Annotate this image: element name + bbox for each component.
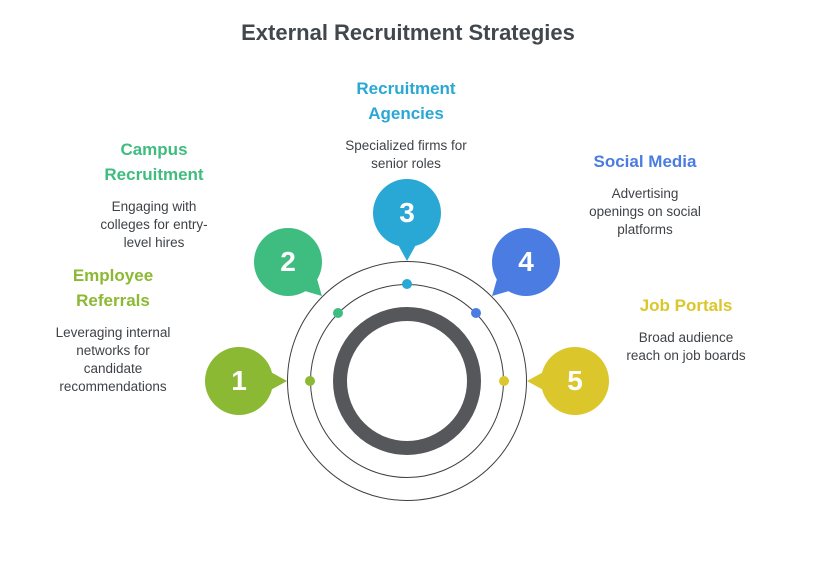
- item-1-description: Leveraging internal networks for candida…: [55, 325, 171, 394]
- step-number-3: 3: [399, 197, 415, 228]
- step-number-5: 5: [567, 365, 583, 396]
- step-number-1: 1: [231, 365, 247, 396]
- orbit-dot-2: [333, 308, 343, 318]
- bubble-body-4: 4: [492, 228, 560, 296]
- bubble-body-1: 1: [205, 347, 273, 415]
- item-3-label: Recruitment Agencies: [356, 79, 456, 123]
- step-number-4: 4: [518, 246, 534, 277]
- item-1-textblock: Employee Referrals Leveraging internal n…: [23, 263, 203, 396]
- item-2-description: Engaging with colleges for entry- level …: [100, 199, 208, 250]
- item-2-textblock: Campus Recruitment Engaging with college…: [69, 137, 239, 252]
- orbit-dot-5: [499, 376, 509, 386]
- item-5-description: Broad audience reach on job boards: [626, 330, 746, 363]
- item-5-textblock: Job Portals Broad audience reach on job …: [596, 293, 776, 365]
- item-3-textblock: Recruitment Agencies Specialized firms f…: [316, 76, 496, 173]
- center-donut-ring: [333, 307, 481, 455]
- item-4-textblock: Social Media Advertising openings on soc…: [555, 149, 735, 239]
- page-title: External Recruitment Strategies: [241, 20, 575, 45]
- orbit-dot-3: [402, 279, 412, 289]
- item-1-label: Employee Referrals: [72, 266, 154, 310]
- bubble-body-2: 2: [254, 228, 322, 296]
- outer-orbit-ring: [287, 261, 527, 501]
- item-5-label: Job Portals: [639, 296, 733, 315]
- orbit-dot-1: [305, 376, 315, 386]
- bubble-body-5: 5: [541, 347, 609, 415]
- orbit-dot-4: [471, 308, 481, 318]
- item-2-label: Campus Recruitment: [104, 140, 204, 184]
- item-4-label: Social Media: [593, 152, 697, 171]
- step-number-2: 2: [280, 246, 296, 277]
- item-3-description: Specialized firms for senior roles: [345, 138, 467, 171]
- item-4-description: Advertising openings on social platforms: [589, 186, 701, 237]
- bubble-body-3: 3: [373, 179, 441, 247]
